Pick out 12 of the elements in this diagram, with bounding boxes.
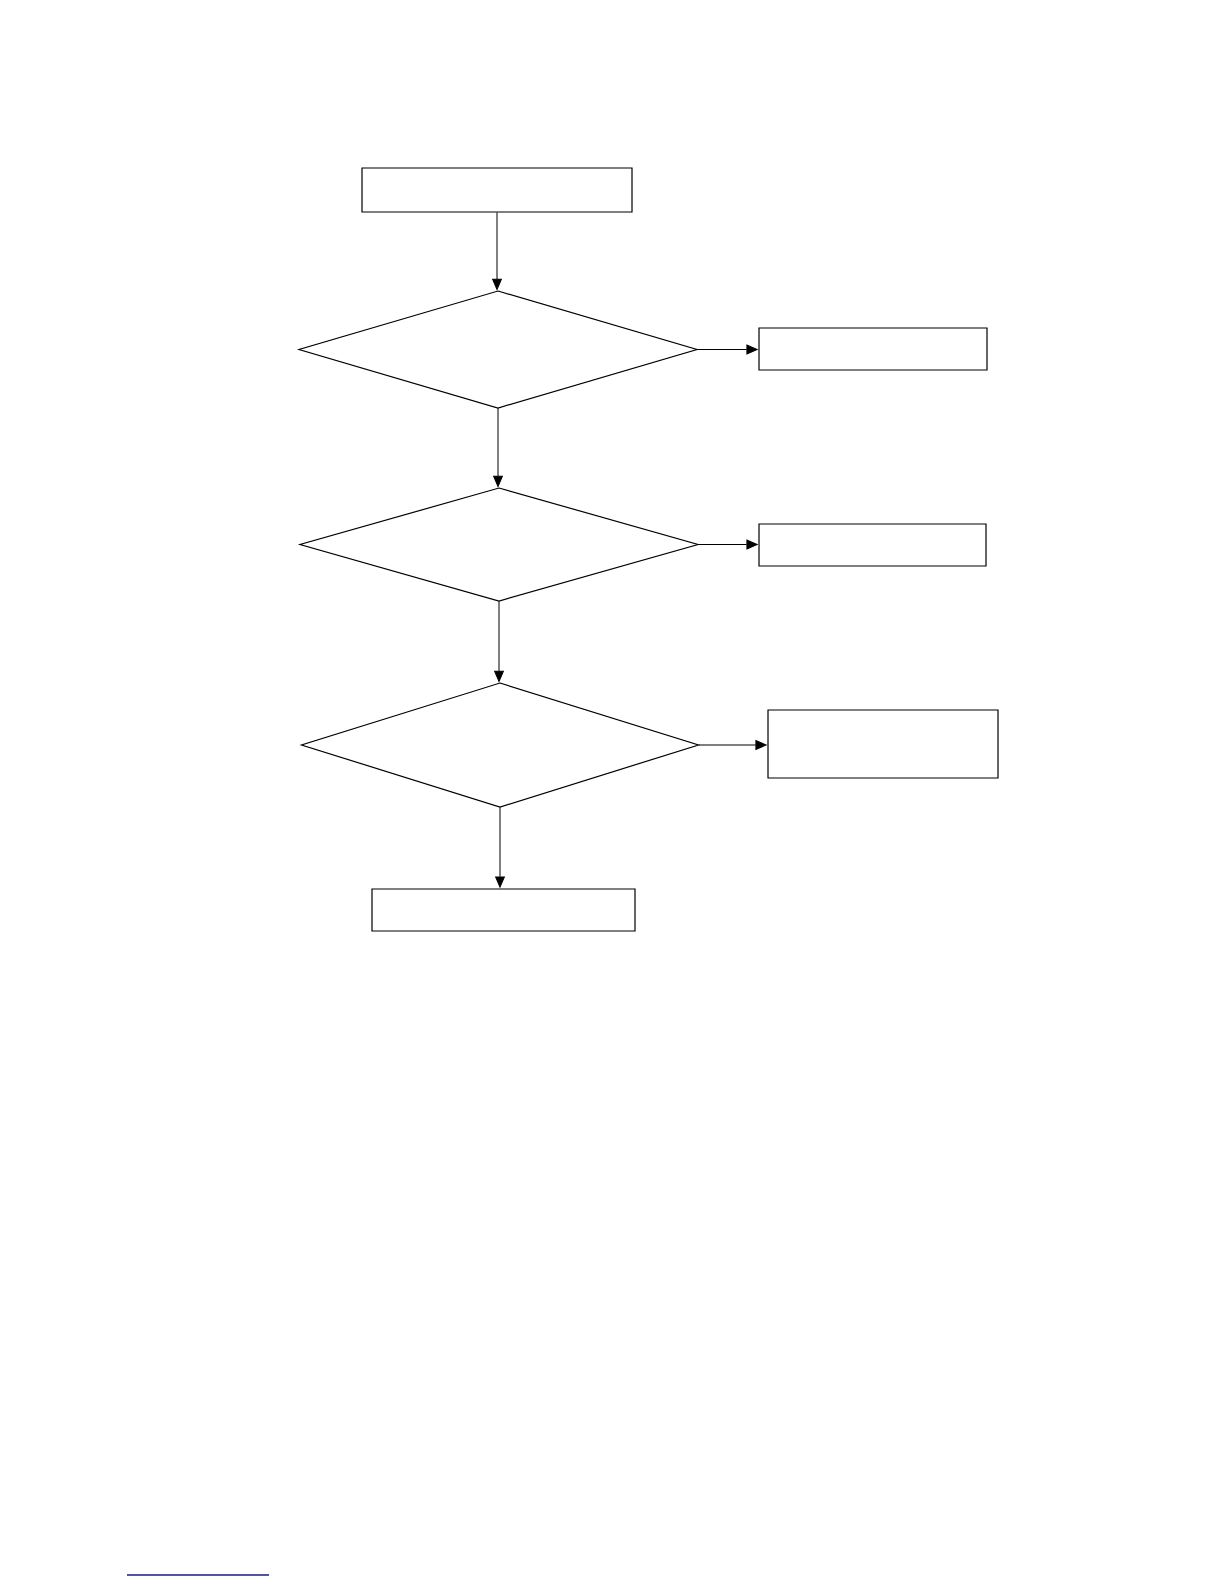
arrow	[495, 806, 505, 888]
process-box	[371, 888, 636, 932]
process-box	[758, 523, 987, 567]
process-box	[758, 327, 988, 371]
arrow	[493, 407, 503, 487]
process-box	[361, 167, 633, 213]
arrow	[494, 600, 504, 682]
arrow	[696, 344, 758, 355]
arrow	[492, 212, 502, 290]
arrow	[697, 539, 758, 550]
process-box	[767, 709, 999, 779]
arrow	[698, 740, 767, 750]
